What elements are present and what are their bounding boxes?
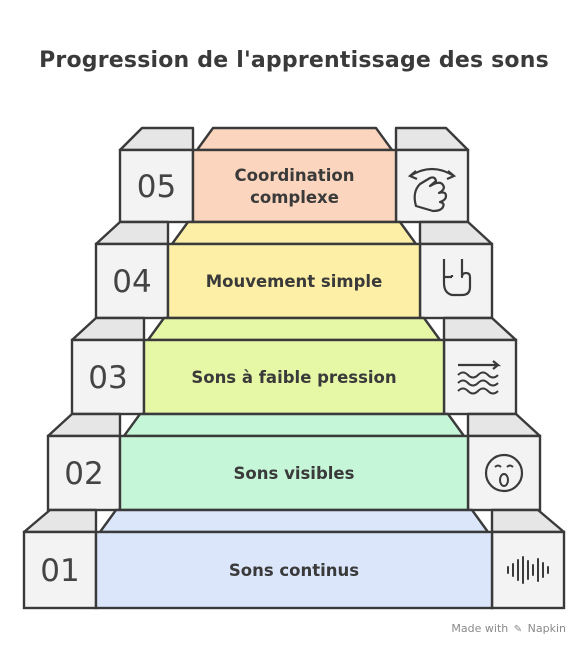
face-eyes <box>494 464 514 468</box>
step-tread <box>146 316 442 342</box>
hand-icon <box>442 259 472 297</box>
right-block-top <box>466 412 542 438</box>
step-03: 03 Sons à faible pression <box>70 316 518 416</box>
left-block-face <box>118 148 195 224</box>
step-number: 03 <box>88 360 127 396</box>
right-block-top <box>442 316 518 342</box>
hand-shape <box>442 259 472 297</box>
left-block-top <box>94 220 170 246</box>
left-block-top <box>70 316 146 342</box>
left-block-top <box>46 412 122 438</box>
step-number: 04 <box>112 264 151 300</box>
step-label: complexe <box>250 188 339 207</box>
step-label: Coordination <box>235 166 355 185</box>
step-tread <box>170 220 418 246</box>
right-block-top <box>394 126 470 152</box>
step-label: Sons visibles <box>234 464 355 483</box>
step-04: 04 Mouvement simple <box>94 220 494 320</box>
footer-credit: Made with ✎ Napkin <box>451 622 566 635</box>
air-arrow <box>458 360 502 370</box>
footer-prefix: Made with <box>451 622 509 635</box>
left-block-top <box>22 508 98 534</box>
step-label: Sons continus <box>229 561 359 580</box>
step-number: 02 <box>64 456 103 492</box>
step-tread <box>122 412 466 438</box>
face-mouth <box>499 473 509 487</box>
step-01: 01 Sons continus <box>22 508 566 610</box>
surprised-face-icon <box>484 453 524 493</box>
step-label: Sons à faible pression <box>191 368 396 387</box>
step-05: 05 Coordination complexe <box>118 126 470 224</box>
hand-shape <box>413 176 448 213</box>
rotating-hand-icon <box>407 167 457 213</box>
step-tread <box>195 126 394 152</box>
step-riser <box>142 338 446 416</box>
left-block-face <box>70 338 146 416</box>
step-number: 01 <box>40 553 79 589</box>
right-block-face <box>442 338 518 416</box>
step-riser <box>166 242 422 320</box>
sound-wave-icon <box>507 556 549 584</box>
step-label: Mouvement simple <box>206 272 383 291</box>
arrow-head-right <box>446 170 457 181</box>
wave-line <box>457 371 499 379</box>
arrow-head-left <box>407 170 418 181</box>
left-block-face <box>22 530 98 610</box>
page-title: Progression de l'apprentissage des sons <box>39 48 549 73</box>
right-block-face <box>418 242 494 320</box>
step-number: 05 <box>137 169 176 205</box>
wave-line <box>457 387 499 395</box>
wave-line <box>457 379 499 387</box>
left-block-top <box>118 126 195 152</box>
step-tread <box>98 508 490 534</box>
right-block-top <box>490 508 566 534</box>
air-waves-icon <box>457 360 502 395</box>
left-block-face <box>94 242 170 320</box>
right-block-top <box>418 220 494 246</box>
step-riser <box>94 530 494 610</box>
step-02: 02 Sons visibles <box>46 412 542 512</box>
step-riser <box>191 148 398 224</box>
step-riser <box>118 434 470 512</box>
face-outline <box>484 453 524 493</box>
footer-brand[interactable]: Napkin <box>527 622 566 635</box>
napkin-logo-icon: ✎ <box>513 624 523 635</box>
